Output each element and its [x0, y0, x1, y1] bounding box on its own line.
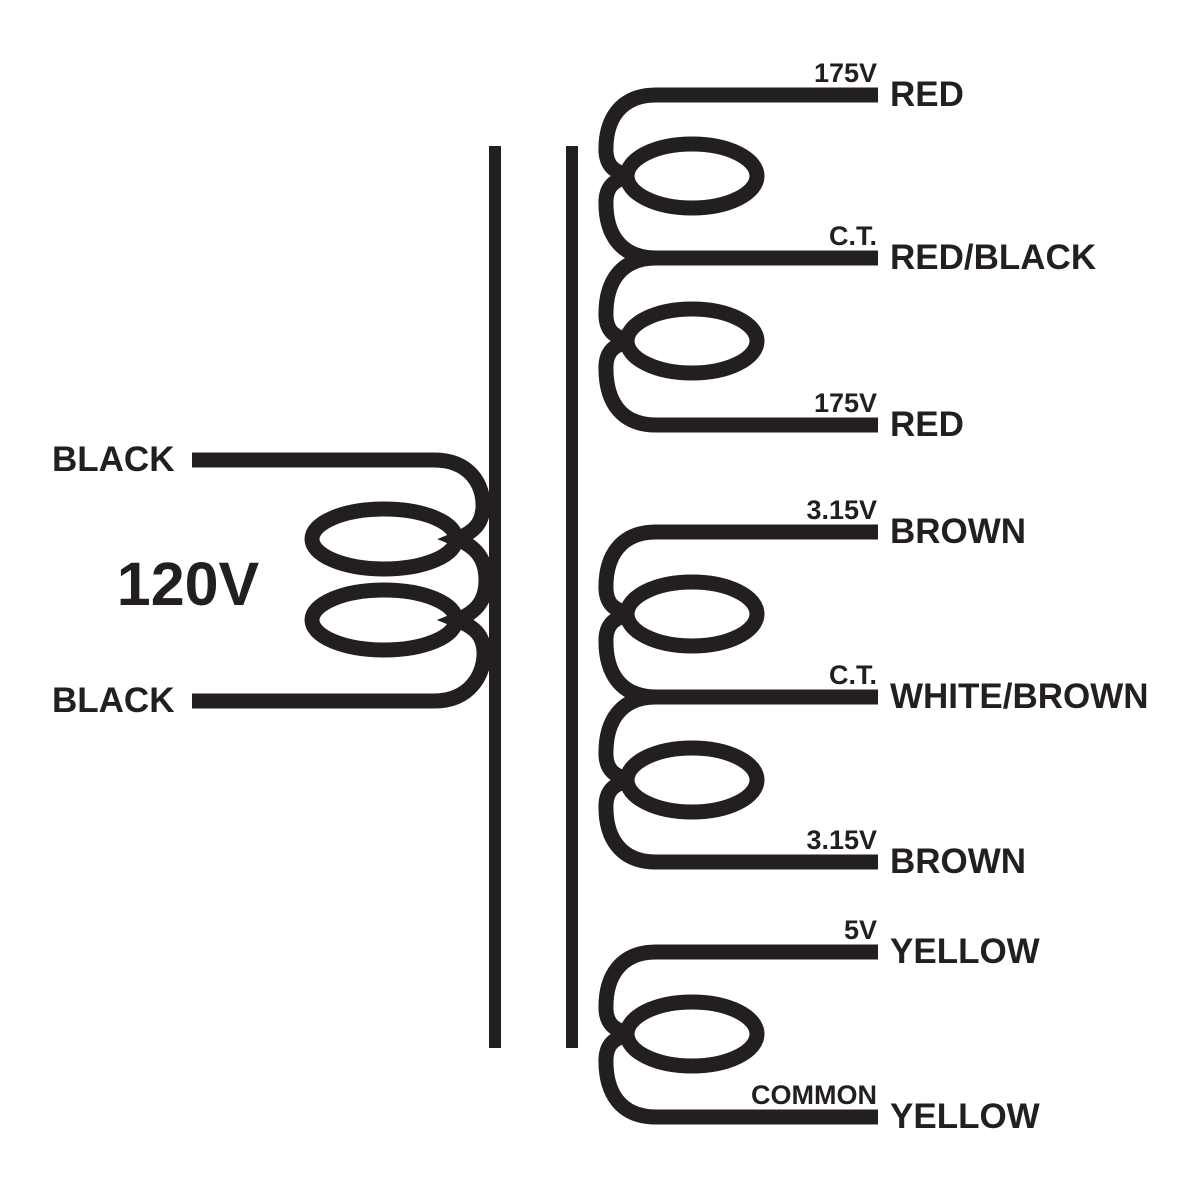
primary-lead-bottom-label: BLACK — [52, 681, 174, 720]
rectifier-tap-bottom-label: COMMON — [751, 1080, 877, 1110]
primary-voltage-label: 120V — [117, 550, 260, 618]
rectifier-tap-top-label: 5V — [844, 915, 877, 945]
hv-wire-center-label: RED/BLACK — [890, 238, 1096, 277]
rectifier-wire-bottom-label: YELLOW — [890, 1097, 1040, 1136]
filament-coil-loop — [619, 740, 765, 820]
hv-wire-bottom-label: RED — [890, 405, 964, 444]
transformer-core — [489, 146, 578, 1048]
secondary-winding-hv: 175V RED C.T. RED/BLACK 175V RED — [598, 58, 1096, 444]
primary-lead-top-label: BLACK — [52, 440, 174, 479]
filament-coil-loop — [619, 574, 765, 654]
hv-coil-loop — [619, 136, 765, 216]
rectifier-coil-loop — [619, 994, 765, 1074]
rectifier-wire-top-label: YELLOW — [890, 932, 1040, 971]
hv-tap-center-label: C.T. — [829, 221, 877, 251]
hv-tap-bottom-label: 175V — [814, 388, 877, 418]
filament-wire-top-label: BROWN — [890, 512, 1026, 551]
filament-tap-bottom-label: 3.15V — [806, 825, 877, 855]
primary-winding: BLACK 120V BLACK — [52, 440, 494, 720]
primary-coil-loop — [304, 582, 464, 658]
hv-tap-top-label: 175V — [814, 58, 877, 88]
hv-wire-top-label: RED — [890, 75, 964, 114]
filament-wire-center-label: WHITE/BROWN — [890, 677, 1149, 716]
filament-wire-bottom-label: BROWN — [890, 842, 1026, 881]
secondary-winding-filament: 3.15V BROWN C.T. WHITE/BROWN 3.15V BROWN — [598, 495, 1149, 881]
secondary-winding-rectifier: 5V YELLOW COMMON YELLOW — [598, 915, 1040, 1136]
filament-tap-center-label: C.T. — [829, 660, 877, 690]
filament-tap-top-label: 3.15V — [806, 495, 877, 525]
primary-coil-path — [192, 452, 494, 709]
hv-coil-loop — [619, 301, 765, 381]
primary-coil-loop — [304, 501, 464, 577]
